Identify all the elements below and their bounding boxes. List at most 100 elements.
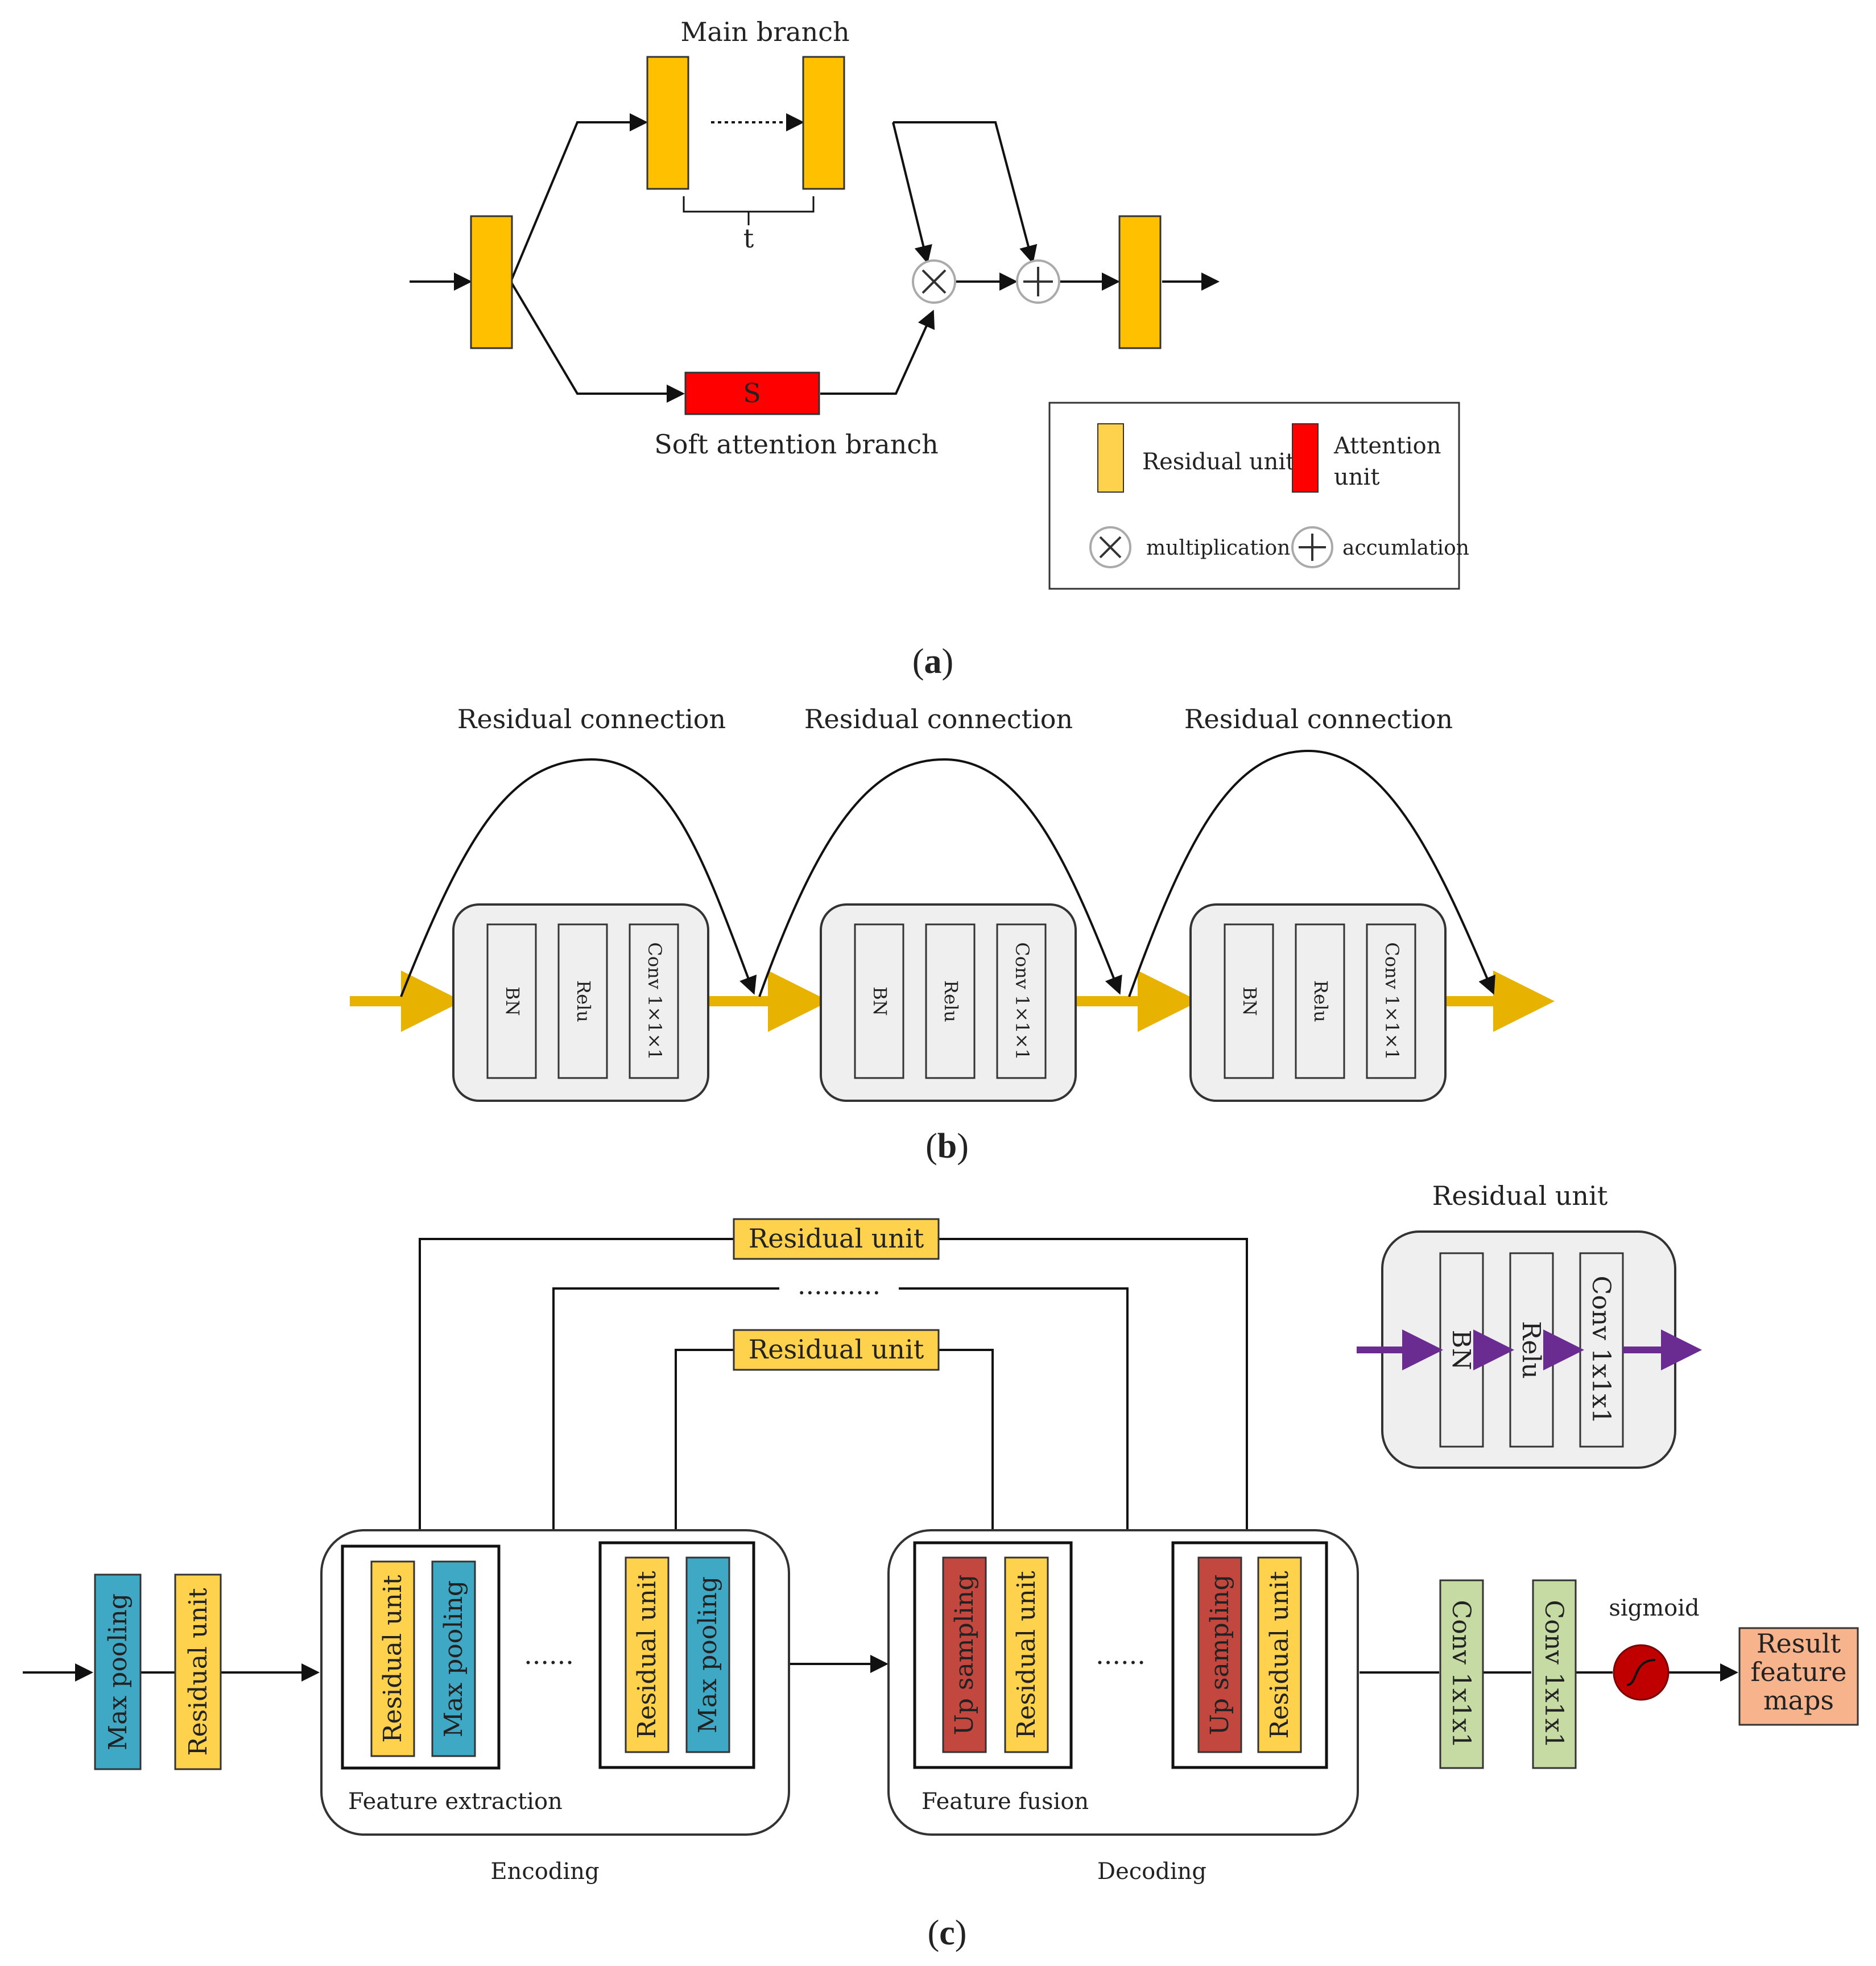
- skip-line-bottom-left: [675, 1349, 734, 1543]
- encoder-residual-unit-1-label: Residual unit: [378, 1575, 407, 1742]
- residual-unit-output: [1118, 215, 1162, 349]
- residual-block-b-3: BN Relu Conv 1×1×1: [1189, 903, 1447, 1102]
- encoder-max-pooling-1: [431, 1560, 476, 1757]
- legend-a: Residual unit Attention unit multiplicat…: [1048, 402, 1469, 590]
- skip-line-bottom-right: [939, 1349, 994, 1543]
- relu-layer: [557, 923, 608, 1079]
- conv-1x1x1-first: [1439, 1579, 1484, 1769]
- panel-c: Residual unit .......... Residual unit M…: [23, 1180, 1859, 1952]
- decoding-container: Up sampling Residual unit ...... Up samp…: [887, 1529, 1359, 1836]
- legend-accumulation-label: accumlation: [1342, 536, 1469, 560]
- residual-unit-main-1: [646, 56, 689, 190]
- inset-relu-label: Relu: [1516, 1321, 1546, 1379]
- residual-block-b-1: BN Relu Conv 1×1×1: [452, 903, 709, 1102]
- decoding-label: Decoding: [1097, 1858, 1206, 1885]
- skip-residual-unit-top: [733, 1218, 940, 1260]
- t-label: t: [743, 223, 754, 254]
- residual-connection-label-1: Residual connection: [457, 704, 726, 734]
- attention-to-mult: [820, 309, 935, 395]
- conv-layer: [629, 923, 679, 1079]
- initial-max-pooling: [94, 1573, 142, 1770]
- encoder-ellipsis: ......: [524, 1639, 574, 1670]
- bn-label: BN: [502, 986, 523, 1016]
- conv-label: Conv 1×1×1: [1011, 942, 1033, 1060]
- conv-1x1x1-second: [1532, 1579, 1577, 1769]
- decoder-up-sampling-n-label: Up sampling: [1205, 1575, 1234, 1736]
- decoder-up-sampling-1: [942, 1556, 987, 1753]
- encoder-residual-unit-n-label: Residual unit: [633, 1571, 662, 1738]
- result-feature-maps: [1738, 1627, 1859, 1726]
- decoder-ellipsis: ......: [1096, 1639, 1146, 1670]
- residual-unit-main-t: [802, 56, 845, 190]
- decoder-residual-unit-1: [1004, 1556, 1049, 1753]
- skip-line-mid-right: [899, 1287, 1129, 1530]
- decoder-residual-unit-1-label: Residual unit: [1012, 1571, 1041, 1738]
- conv-label: Conv 1×1×1: [644, 942, 666, 1060]
- skip-dots: ..........: [797, 1270, 881, 1300]
- encoding-label: Encoding: [490, 1858, 599, 1885]
- residual-arc-3: [1128, 749, 1495, 997]
- inset-conv-layer: [1579, 1252, 1624, 1448]
- residual-connection-label-2: Residual connection: [804, 704, 1073, 734]
- bn-layer: [486, 923, 537, 1079]
- soft-attention-label: Soft attention branch: [654, 429, 939, 460]
- skip-line-top-left: [419, 1238, 734, 1546]
- relu-label: Relu: [573, 980, 594, 1022]
- decoder-up-sampling-n: [1197, 1556, 1242, 1753]
- decoder-residual-unit-n-label: Residual unit: [1265, 1571, 1294, 1738]
- conv-label: Conv 1×1×1: [1381, 942, 1403, 1060]
- residual-connection-label-3: Residual connection: [1184, 704, 1453, 734]
- multiplication-operator: [912, 259, 956, 304]
- encoder-max-pooling-n-label: Max pooling: [693, 1576, 722, 1733]
- legend-attention-label-1: Attention: [1333, 433, 1441, 459]
- residual-block-b-2: BN Relu Conv 1×1×1: [820, 903, 1077, 1102]
- residual-unit-input: [470, 215, 513, 349]
- feature-fusion-label: Feature fusion: [922, 1789, 1089, 1815]
- skip-residual-unit-bottom-label: Residual unit: [749, 1334, 924, 1365]
- decoder-residual-unit-n: [1257, 1556, 1302, 1753]
- main-branch-label: Main branch: [680, 16, 849, 47]
- residual-arc-1: [400, 758, 757, 997]
- initial-residual-unit: [174, 1573, 222, 1770]
- relu-label: Relu: [940, 980, 962, 1022]
- inset-title: Residual unit: [1432, 1180, 1608, 1211]
- sigmoid-icon: [1613, 1644, 1670, 1701]
- skip-residual-unit-bottom: [733, 1329, 940, 1371]
- attention-branch-connector: [510, 280, 685, 403]
- main-branch-connector: [510, 113, 648, 282]
- result-label-2: feature: [1751, 1657, 1847, 1687]
- t-bracket: [683, 196, 815, 213]
- legend-multiplication-icon: [1089, 526, 1131, 568]
- relu-layer: [1295, 923, 1345, 1079]
- encoder-residual-unit-1: [370, 1560, 415, 1757]
- encoder-stage-n: [598, 1541, 755, 1769]
- relu-label: Relu: [1310, 980, 1332, 1022]
- caption-a: (a): [912, 642, 953, 681]
- panel-a: t S Main branch Soft attention branch Re…: [410, 16, 1469, 681]
- main-to-add: [893, 121, 1038, 264]
- residual-unit-inset: Residual unit BN Relu Conv 1x1x1: [1357, 1180, 1702, 1469]
- conv-layer: [1366, 923, 1416, 1079]
- initial-residual-unit-label: Residual unit: [184, 1588, 213, 1756]
- legend-multiplication-label: multiplication: [1146, 536, 1290, 560]
- caption-c: (c): [928, 1914, 967, 1952]
- result-label-1: Result: [1757, 1628, 1841, 1659]
- initial-max-pooling-label: Max pooling: [104, 1593, 133, 1750]
- encoder-max-pooling-1-label: Max pooling: [439, 1580, 468, 1737]
- skip-line-top-right: [939, 1238, 1248, 1542]
- caption-b: (b): [925, 1127, 969, 1166]
- conv-layer: [996, 923, 1047, 1079]
- legend-attention-swatch: [1292, 423, 1319, 493]
- result-label-3: maps: [1763, 1685, 1834, 1716]
- inset-conv-label: Conv 1x1x1: [1586, 1276, 1615, 1424]
- s-label: S: [743, 378, 761, 408]
- encoding-container: Residual unit Max pooling ...... Residua…: [320, 1529, 790, 1836]
- legend-accumulation-icon: [1291, 526, 1333, 568]
- sigmoid-label: sigmoid: [1609, 1595, 1699, 1621]
- skip-line-mid-left: [552, 1287, 779, 1530]
- bn-label: BN: [1239, 986, 1261, 1016]
- decoder-stage-n: [1171, 1541, 1328, 1769]
- skip-residual-unit-top-label: Residual unit: [749, 1223, 924, 1254]
- main-to-mult: [892, 122, 932, 264]
